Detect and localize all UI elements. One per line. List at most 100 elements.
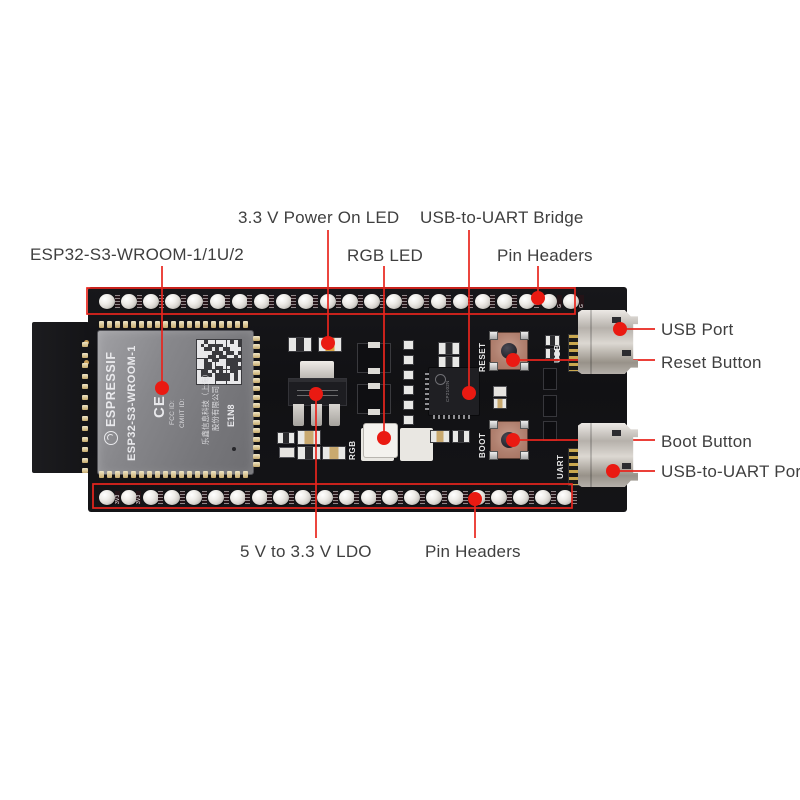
pin: [99, 490, 115, 505]
module-pad: [195, 471, 200, 478]
ldo-leg: [311, 404, 322, 426]
smd-capacitor: [493, 398, 507, 409]
module-pad: [115, 321, 120, 328]
pin: [469, 490, 486, 505]
pin-label-chip: [572, 491, 578, 504]
module-pad: [82, 352, 88, 358]
pin: [120, 490, 137, 505]
reset-silkscreen: RESET: [478, 342, 487, 372]
pin: [360, 490, 377, 505]
module-pad: [147, 471, 152, 478]
usb-uart-bridge-chip: CP2102N: [425, 367, 480, 419]
module-pad: [123, 471, 128, 478]
pin-label-chip: [179, 491, 185, 504]
module-pad: [147, 321, 152, 328]
module-pad: [82, 394, 88, 400]
boot-button-cap: [501, 432, 517, 448]
ldo-regulator: [288, 378, 347, 406]
module-pad: [253, 352, 260, 358]
module-pad: [253, 344, 260, 350]
boot-button: [489, 420, 529, 460]
usb-port-connector: [578, 310, 638, 374]
chip-marking: CP2102N: [445, 380, 450, 402]
smd-component: [543, 368, 557, 390]
module-pad: [82, 384, 88, 389]
rgb-led: [363, 423, 398, 458]
smd-component: [288, 337, 312, 352]
espressif-logo-icon: [104, 431, 118, 445]
module-pad: [253, 420, 260, 425]
pin-label-chip: [446, 295, 451, 308]
smd-capacitor: [297, 430, 321, 445]
pin: [231, 294, 248, 309]
pin: [452, 294, 469, 309]
label-pin-headers-top: Pin Headers: [497, 246, 593, 265]
esp32-s3-wroom-module: ESPRESSIF ESP32-S3-WROOM-1 CE FCC ID: CM…: [97, 330, 254, 475]
module-pad: [107, 321, 112, 328]
pin: [541, 294, 557, 309]
module-pad: [253, 428, 260, 434]
pin-label-chip: [114, 295, 120, 308]
pin: [426, 490, 442, 505]
smd-pad: [403, 385, 414, 395]
label-usb-uart-port: USB-to-UART Port: [661, 462, 800, 481]
label-usb-uart-bridge: USB-to-UART Bridge: [420, 208, 584, 227]
smd-capacitor: [322, 446, 346, 460]
pin-label-chip: 3V3: [114, 491, 121, 504]
pin-label-chip: [269, 295, 275, 308]
module-pad: [99, 321, 104, 328]
module-brand-text: ESPRESSIF: [104, 351, 118, 427]
label-ldo: 5 V to 3.3 V LDO: [240, 542, 372, 561]
module-antenna-area: [32, 322, 89, 473]
module-pad: [82, 342, 88, 347]
pin-label-chip: [332, 491, 338, 504]
module-code-text: E1N8: [226, 404, 236, 427]
module-pad: [82, 447, 88, 452]
pin: [209, 294, 226, 309]
smd-component: [438, 342, 460, 355]
module-pad: [203, 321, 208, 328]
pin: [338, 490, 355, 505]
smd-component: [277, 432, 295, 444]
module-pad: [253, 386, 260, 392]
module-pad: [195, 321, 200, 328]
pin: [229, 490, 246, 505]
module-pad: [123, 321, 128, 328]
smd-component: [452, 430, 470, 443]
cmiit-id-text: CMIIT ID:: [179, 398, 186, 429]
pin-label-chip: 3V3: [136, 491, 142, 504]
module-pad: [187, 321, 192, 328]
module-pad: [219, 471, 224, 478]
smd-component: [545, 335, 560, 346]
smd-pad: [403, 400, 414, 410]
module-pad: [82, 405, 88, 410]
pin-label-chip: [354, 491, 360, 504]
smd-component: [297, 446, 321, 460]
module-pad: [107, 471, 112, 478]
pin-label-chip: [401, 295, 407, 308]
module-pad: [82, 457, 88, 463]
label-esp32-module: ESP32-S3-WROOM-1/1U/2: [30, 245, 244, 264]
pin-label-chip: [441, 491, 447, 504]
label-rgb-led: RGB LED: [347, 246, 424, 265]
pin-label-chip: [550, 491, 556, 504]
via-dot: [84, 360, 89, 365]
module-pad: [171, 321, 176, 328]
module-qr-code: [196, 339, 242, 385]
pin-label-chip: [223, 491, 229, 504]
smd-component: [543, 395, 557, 417]
module-pad: [131, 471, 136, 478]
pin-label-chip: [490, 295, 496, 308]
company-name-line2: 股份有限公司: [211, 386, 220, 431]
pin-label-chip: [245, 491, 251, 504]
pin-label-chip: [397, 491, 403, 504]
pin-label-chip: [423, 295, 429, 308]
module-pad: [253, 369, 260, 375]
module-pad: [82, 363, 88, 368]
smd-pad: [403, 355, 414, 365]
module-pad: [253, 361, 260, 367]
label-usb-port: USB Port: [661, 320, 734, 339]
pin-label-chip: [463, 491, 469, 504]
module-pad: [243, 321, 248, 328]
module-pad: [163, 321, 168, 328]
